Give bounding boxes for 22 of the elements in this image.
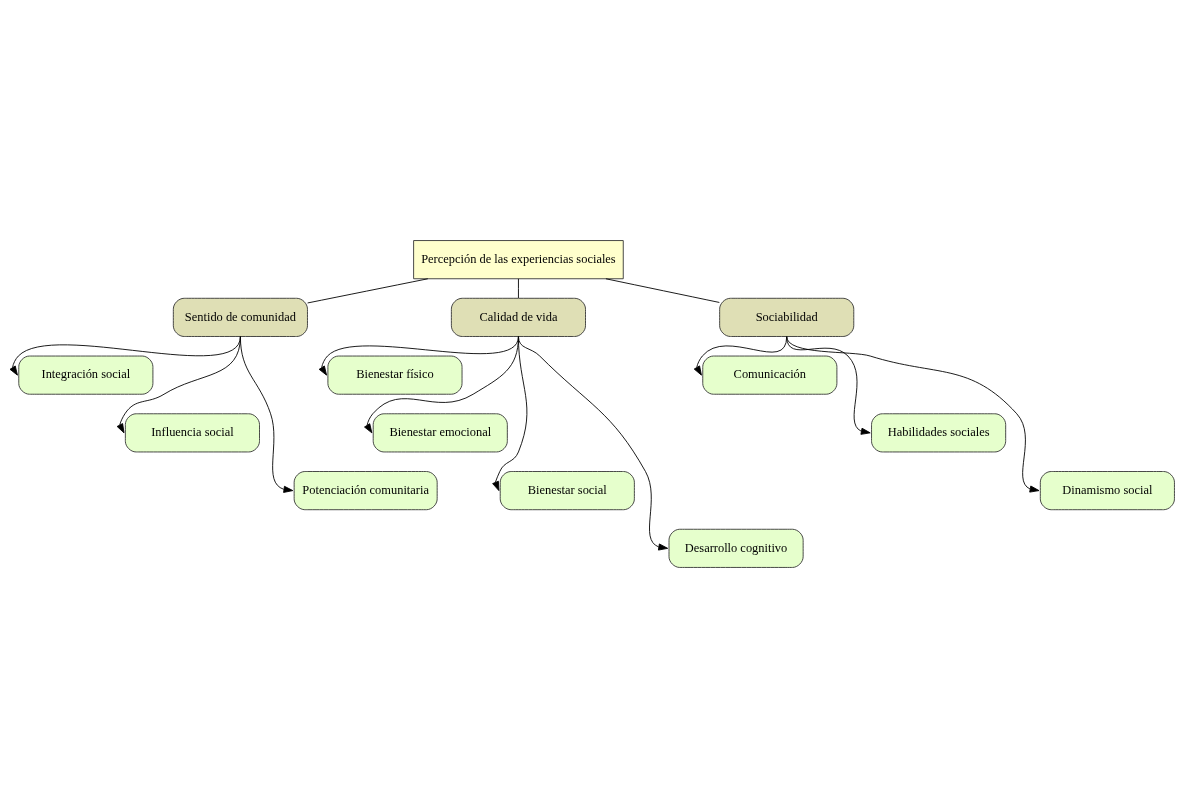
connector [518,277,519,298]
node-box: Bienestar emocional [372,412,508,452]
arrow [318,335,519,376]
node-box: Sociabilidad [719,297,855,337]
node-box: Integración social [18,355,154,395]
connector [605,277,720,303]
arrow [786,335,1040,493]
node-box: Calidad de vida [450,297,586,337]
node-box: Sentido de comunidad [172,297,308,337]
connector [307,277,429,303]
node-box: Bienestar social [499,470,635,510]
node-box: Bienestar físico [327,355,463,395]
arrow [239,335,294,493]
node-box: Desarrollo cognitivo [668,528,804,568]
node-box: Comunicación [702,355,838,395]
arrow [518,335,669,551]
node-box: Habilidades sociales [871,412,1007,452]
node-box: Potenciación comunitaria [293,470,438,510]
node-box: Percepción de las experiencias sociales [413,239,624,279]
node-box: Dinamismo social [1039,470,1175,510]
node-box: Influencia social [124,412,260,452]
arrow [9,335,241,376]
